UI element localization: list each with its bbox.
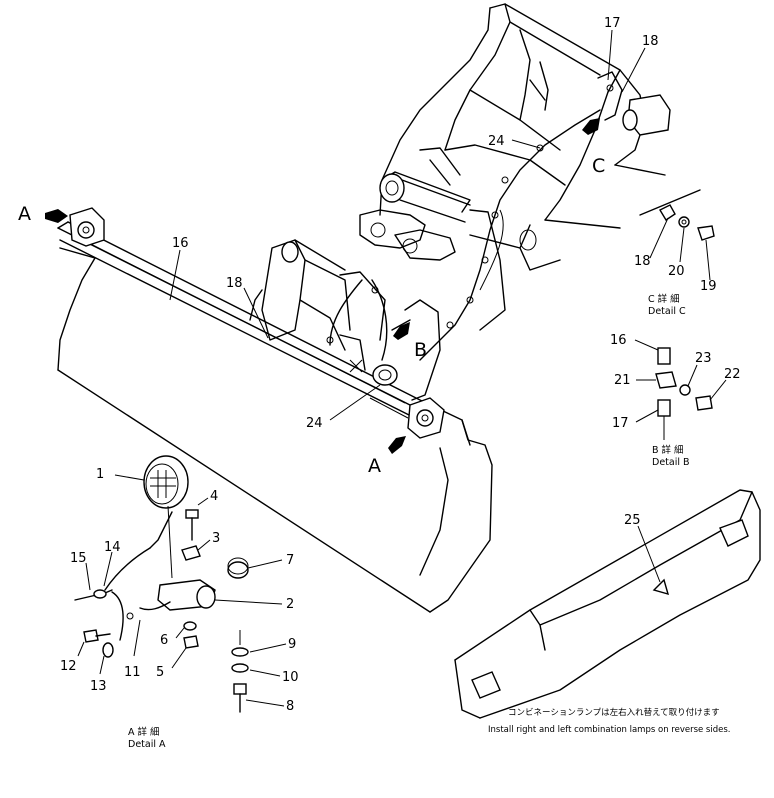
view-arrow-a-bottom <box>388 436 406 454</box>
lift-frame <box>359 3 666 331</box>
callout-16-blade: 16 <box>172 236 189 251</box>
callout-13: 13 <box>90 679 107 694</box>
callout-17-top: 17 <box>604 16 621 31</box>
callout-19: 19 <box>700 279 717 294</box>
detail-c-jp: C 詳 細 <box>648 293 680 305</box>
callout-11: 11 <box>124 665 141 680</box>
callout-18-blade: 18 <box>226 276 243 291</box>
connector-16 <box>657 347 671 365</box>
work-lamp-top <box>597 71 671 136</box>
callout-15: 15 <box>70 551 87 566</box>
main-callouts: 17 18 24 16 18 24 <box>169 16 659 431</box>
callout-16-detail: 16 <box>610 333 627 348</box>
callout-4: 4 <box>210 489 218 504</box>
callout-6: 6 <box>160 633 168 648</box>
detail-a-en: Detail A <box>128 739 166 750</box>
callout-24-lower: 24 <box>306 416 323 431</box>
note-jp: コンビネーションランプは左右入れ替えて取り付けます <box>508 707 720 718</box>
lamp-lens-right <box>719 519 749 547</box>
detail-b: 16 21 23 22 17 B 詳 細 Detail B <box>610 333 741 468</box>
callout-22: 22 <box>724 367 741 382</box>
combination-lamp-assembly: 25 <box>454 489 761 719</box>
detail-c: 18 20 19 C 詳 細 Detail C <box>634 189 717 317</box>
view-label-a-bottom: A <box>368 455 381 477</box>
view-markers: A A B C <box>18 118 605 477</box>
callout-12: 12 <box>60 659 77 674</box>
wiring-harness <box>326 109 601 361</box>
callout-9: 9 <box>288 637 296 652</box>
connector-17 <box>657 399 671 417</box>
detail-a: 1 4 3 7 2 6 5 9 10 <box>60 455 299 750</box>
callout-8: 8 <box>286 699 294 714</box>
callout-7: 7 <box>286 553 294 568</box>
detail-a-jp: A 詳 細 <box>128 726 160 738</box>
callout-23: 23 <box>695 351 712 366</box>
callout-20: 20 <box>668 264 685 279</box>
note-en: Install right and left combination lamps… <box>488 725 730 735</box>
view-arrow-a-left <box>45 209 68 223</box>
dozer-blade <box>57 207 493 613</box>
callout-1: 1 <box>96 467 104 482</box>
callout-21: 21 <box>614 373 631 388</box>
callout-3: 3 <box>212 531 220 546</box>
callout-2: 2 <box>286 597 294 612</box>
callout-18-detail: 18 <box>634 254 651 269</box>
callout-10: 10 <box>282 670 299 685</box>
callout-14: 14 <box>104 540 121 555</box>
view-arrow-b <box>393 322 410 340</box>
view-arrow-c <box>582 118 600 135</box>
view-label-b: B <box>414 339 427 361</box>
callout-5: 5 <box>156 665 164 680</box>
view-label-c: C <box>592 155 605 177</box>
callout-25: 25 <box>624 513 641 528</box>
view-label-a-left: A <box>18 203 31 225</box>
callout-18-top: 18 <box>642 34 659 49</box>
callout-24-upper: 24 <box>488 134 505 149</box>
lamp-lens-left <box>471 671 501 699</box>
detail-b-jp: B 詳 細 <box>652 444 684 456</box>
callout-17-detail: 17 <box>612 416 629 431</box>
reflector-25 <box>652 578 670 596</box>
blade-mount <box>249 239 441 419</box>
detail-c-en: Detail C <box>648 306 686 317</box>
detail-b-en: Detail B <box>652 457 690 468</box>
